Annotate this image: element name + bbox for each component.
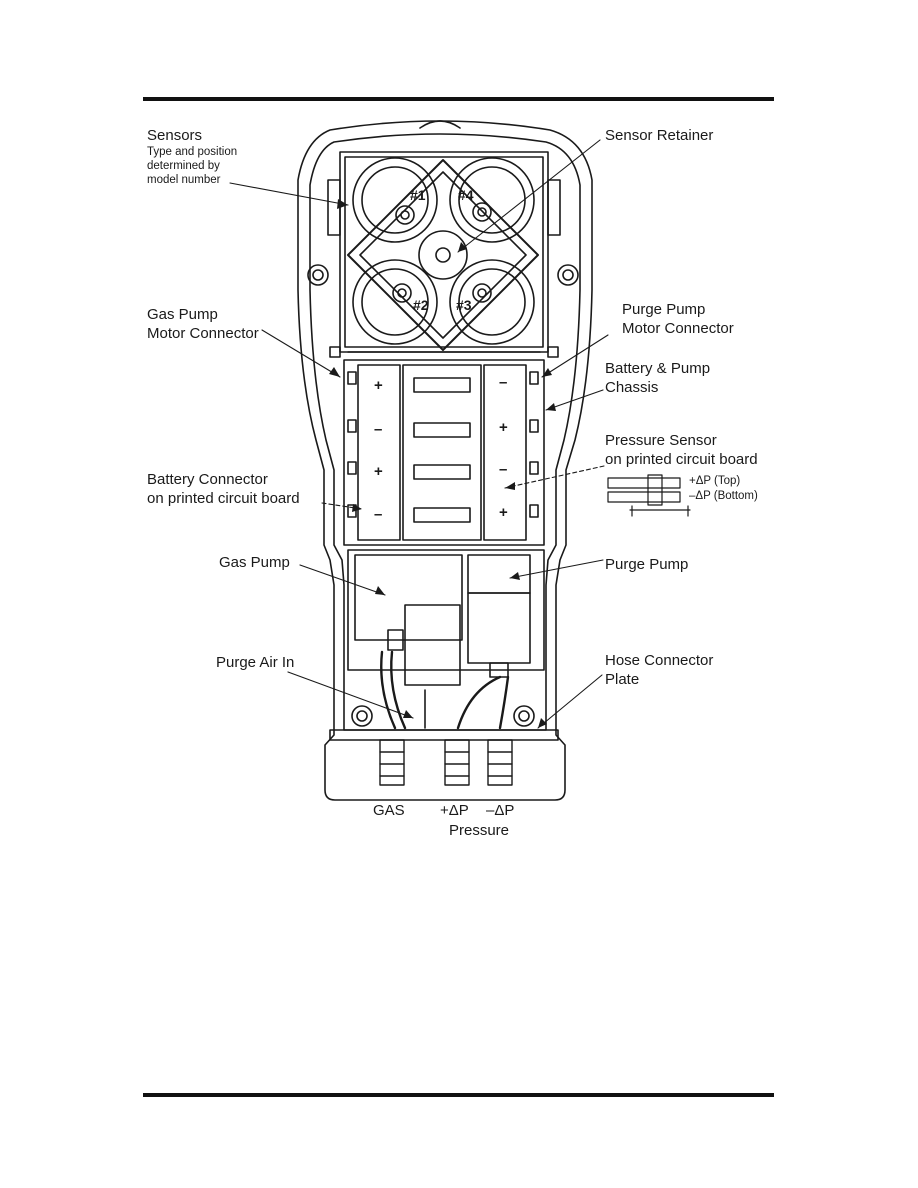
arrowheads <box>329 199 556 728</box>
pressure-top-label: +ΔP (Top) <box>689 475 741 487</box>
purge-pump-label: Purge Pump <box>605 556 689 573</box>
housing-outline <box>297 120 593 801</box>
sensors-label: Sensors <box>147 127 203 144</box>
battery-polarity-left-3: + <box>374 463 383 480</box>
gas-pump-motor-label-1: Gas Pump <box>147 306 218 323</box>
port-gas-label: GAS <box>373 802 405 819</box>
housing-top-bump <box>419 120 461 129</box>
leader-lines <box>229 139 609 729</box>
sensors-sublabel-1: Type and position <box>147 146 238 158</box>
bottom-rule <box>143 1093 774 1097</box>
pressure-bottom-label: –ΔP (Bottom) <box>689 490 758 502</box>
port-minus-dp-label: –ΔP <box>486 802 515 819</box>
sensor-bay <box>329 151 559 358</box>
pump-bay <box>347 549 545 730</box>
battery-polarity-left-4: – <box>374 506 383 523</box>
sensor-number-2: #2 <box>413 297 429 313</box>
sensors-sublabel-3: model number <box>147 174 221 186</box>
right-clip <box>547 179 561 236</box>
mount-holes <box>307 264 579 727</box>
battery-chassis-label-2: Chassis <box>605 379 659 396</box>
purge-pump-motor-label-2: Motor Connector <box>622 320 734 337</box>
battery-polarity-left-2: – <box>374 421 383 438</box>
purge-air-in-label: Purge Air In <box>216 654 295 671</box>
battery-polarity-right-2: + <box>499 419 508 436</box>
battery-polarity-left-1: + <box>374 377 383 394</box>
purge-pump-motor-label-1: Purge Pump <box>622 301 706 318</box>
sensor-number-4: #4 <box>458 187 474 203</box>
sensor-number-3: #3 <box>456 297 472 313</box>
sensor-retainer-label: Sensor Retainer <box>605 127 714 144</box>
gas-pump-motor-label-2: Motor Connector <box>147 325 259 342</box>
battery-connector-label-1: Battery Connector <box>147 471 268 488</box>
battery-connector-label-2: on printed circuit board <box>147 490 300 507</box>
pressure-sensor-inset <box>607 474 691 517</box>
battery-polarity-right-4: + <box>499 504 508 521</box>
pressure-sensor-label-1: Pressure Sensor <box>605 432 717 449</box>
hose-plate-label-1: Hose Connector <box>605 652 714 669</box>
battery-compartment <box>343 359 545 546</box>
sensors-sublabel-2: determined by <box>147 160 220 172</box>
sensor-number-1: #1 <box>410 187 426 203</box>
battery-chassis-label-1: Battery & Pump <box>605 360 711 377</box>
port-pressure-label: Pressure <box>449 822 510 839</box>
port-plus-dp-label: +ΔP <box>440 802 469 819</box>
hose-connector-plate <box>329 729 559 786</box>
top-rule <box>143 97 774 101</box>
gas-pump-label: Gas Pump <box>219 554 290 571</box>
battery-polarity-right-1: – <box>499 374 508 391</box>
housing-inner-outline <box>309 133 581 731</box>
hose-plate-label-2: Plate <box>605 671 640 688</box>
pressure-sensor-label-2: on printed circuit board <box>605 451 758 468</box>
battery-polarity-right-3: – <box>499 461 508 478</box>
